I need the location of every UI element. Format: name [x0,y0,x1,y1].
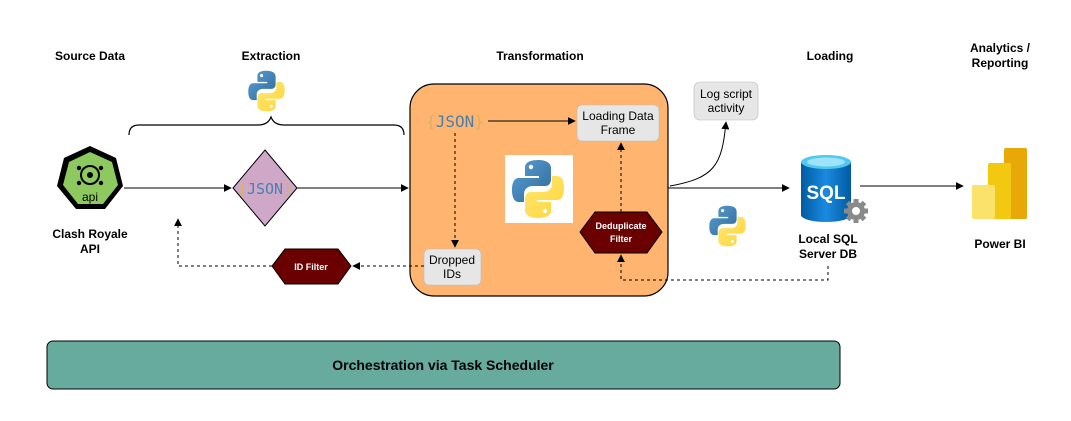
power-bi-icon [972,148,1027,219]
header-source-data: Source Data [55,49,125,63]
flow-arrows [124,117,964,192]
loading-data-frame-box [576,104,660,142]
python-logo-icon [248,70,285,112]
dropped-ids-box [423,248,482,286]
loading-data-frame-line1: Loading Data [582,109,654,123]
json-braces-icon: {JSON} [238,180,292,198]
log-script-activity-box [693,81,759,121]
header-analytics-line1: Analytics / [970,41,1031,55]
header-loading: Loading [807,49,854,63]
dashed-arrows [174,133,829,281]
api-label-line2: API [80,242,100,256]
power-bi-label: Power BI [974,237,1025,251]
deduplicate-filter-shape [579,211,663,254]
sql-label-line1: Local SQL [798,232,857,246]
id-filter-label: ID Filter [294,262,328,272]
arrow-transform-to-log [669,121,730,187]
log-script-line2: activity [708,101,745,115]
json-braces-icon: {JSON} [426,112,484,131]
header-transformation: Transformation [496,49,583,63]
sql-database-icon [801,155,851,222]
gear-icon [844,199,868,223]
api-heptagon-icon [57,146,123,209]
deduplicate-filter-line2: Filter [610,234,633,244]
sql-label-line2: Server DB [799,247,857,261]
arrow-idfilter-to-api [174,218,272,267]
json-text-1: JSON [247,180,283,198]
arrow-sql-to-dedup [617,254,829,281]
loading-data-frame-line2: Frame [601,123,636,137]
api-icon-text: api [82,190,98,204]
orchestration-bar [46,340,841,390]
orchestration-label: Orchestration via Task Scheduler [332,357,554,373]
header-extraction: Extraction [242,49,301,63]
json-text-2: JSON [436,112,475,131]
header-analytics-line2: Reporting [972,56,1029,70]
extraction-brace [128,115,405,136]
dropped-ids-line1: Dropped [429,253,475,267]
deduplicate-filter-line1: Deduplicate [595,221,646,231]
dropped-ids-line2: IDs [443,267,461,281]
log-script-line1: Log script [700,87,753,101]
python-logo-icon [709,205,746,247]
json-diamond [232,149,298,227]
sql-icon-text: SQL [806,183,845,204]
api-label-line1: Clash Royale [52,227,128,241]
